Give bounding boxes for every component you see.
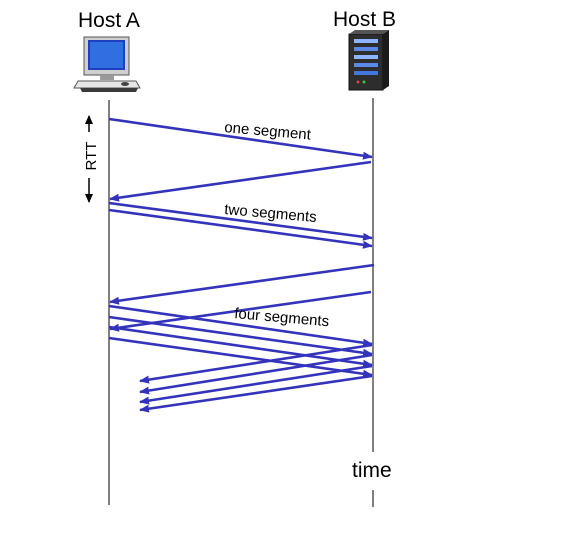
segment-arrow <box>108 325 373 368</box>
segment-arrow <box>108 208 373 249</box>
ack-arrow <box>139 343 373 384</box>
server-tower-icon <box>348 30 389 91</box>
segment-arrow <box>108 201 373 241</box>
segment-arrow <box>108 315 373 357</box>
ack-arrow <box>139 374 373 413</box>
rtt-indicator: RTT <box>83 115 100 203</box>
one-segment-label: one segment <box>224 119 313 144</box>
ack-arrow <box>109 160 372 202</box>
segment-arrow <box>108 304 373 347</box>
two-segments-label: two segments <box>224 201 318 226</box>
ack-arrow <box>109 263 375 305</box>
segment-arrow <box>108 336 373 378</box>
segment-arrow <box>108 117 373 160</box>
rtt-label: RTT <box>83 142 100 171</box>
host-b-label: Host B <box>333 8 396 31</box>
ack-arrow <box>139 364 373 405</box>
host-a-label: Host A <box>78 9 140 32</box>
time-label: time <box>352 459 392 482</box>
desktop-computer-icon <box>73 36 141 92</box>
ack-arrow <box>139 353 373 395</box>
